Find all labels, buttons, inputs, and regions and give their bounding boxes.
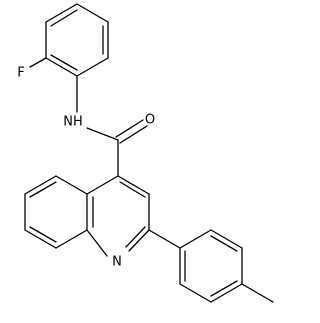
fluorophenyl-ring (45, 3, 109, 77)
chemical-structure-diagram: F NH O N (17, 3, 274, 303)
tolyl-ring (179, 229, 243, 303)
methyl-bond (241, 283, 274, 303)
quinoline-nitrogen-label: N (112, 255, 122, 270)
carbonyl-oxygen-label: O (145, 113, 155, 128)
fluorine-bond (29, 57, 47, 68)
carbonyl-double-bond-b (119, 125, 148, 144)
carbonyl-double-bond-a (115, 119, 144, 138)
quinoline-benzo-ring (24, 175, 88, 249)
quinoline-pyridine-ring (86, 175, 150, 257)
quinoline-to-tolyl-bond (148, 229, 181, 249)
amide-nh-label: NH (63, 115, 83, 130)
nh-to-carbonyl-bond (86, 127, 119, 141)
fluorine-atom-label: F (17, 66, 24, 81)
